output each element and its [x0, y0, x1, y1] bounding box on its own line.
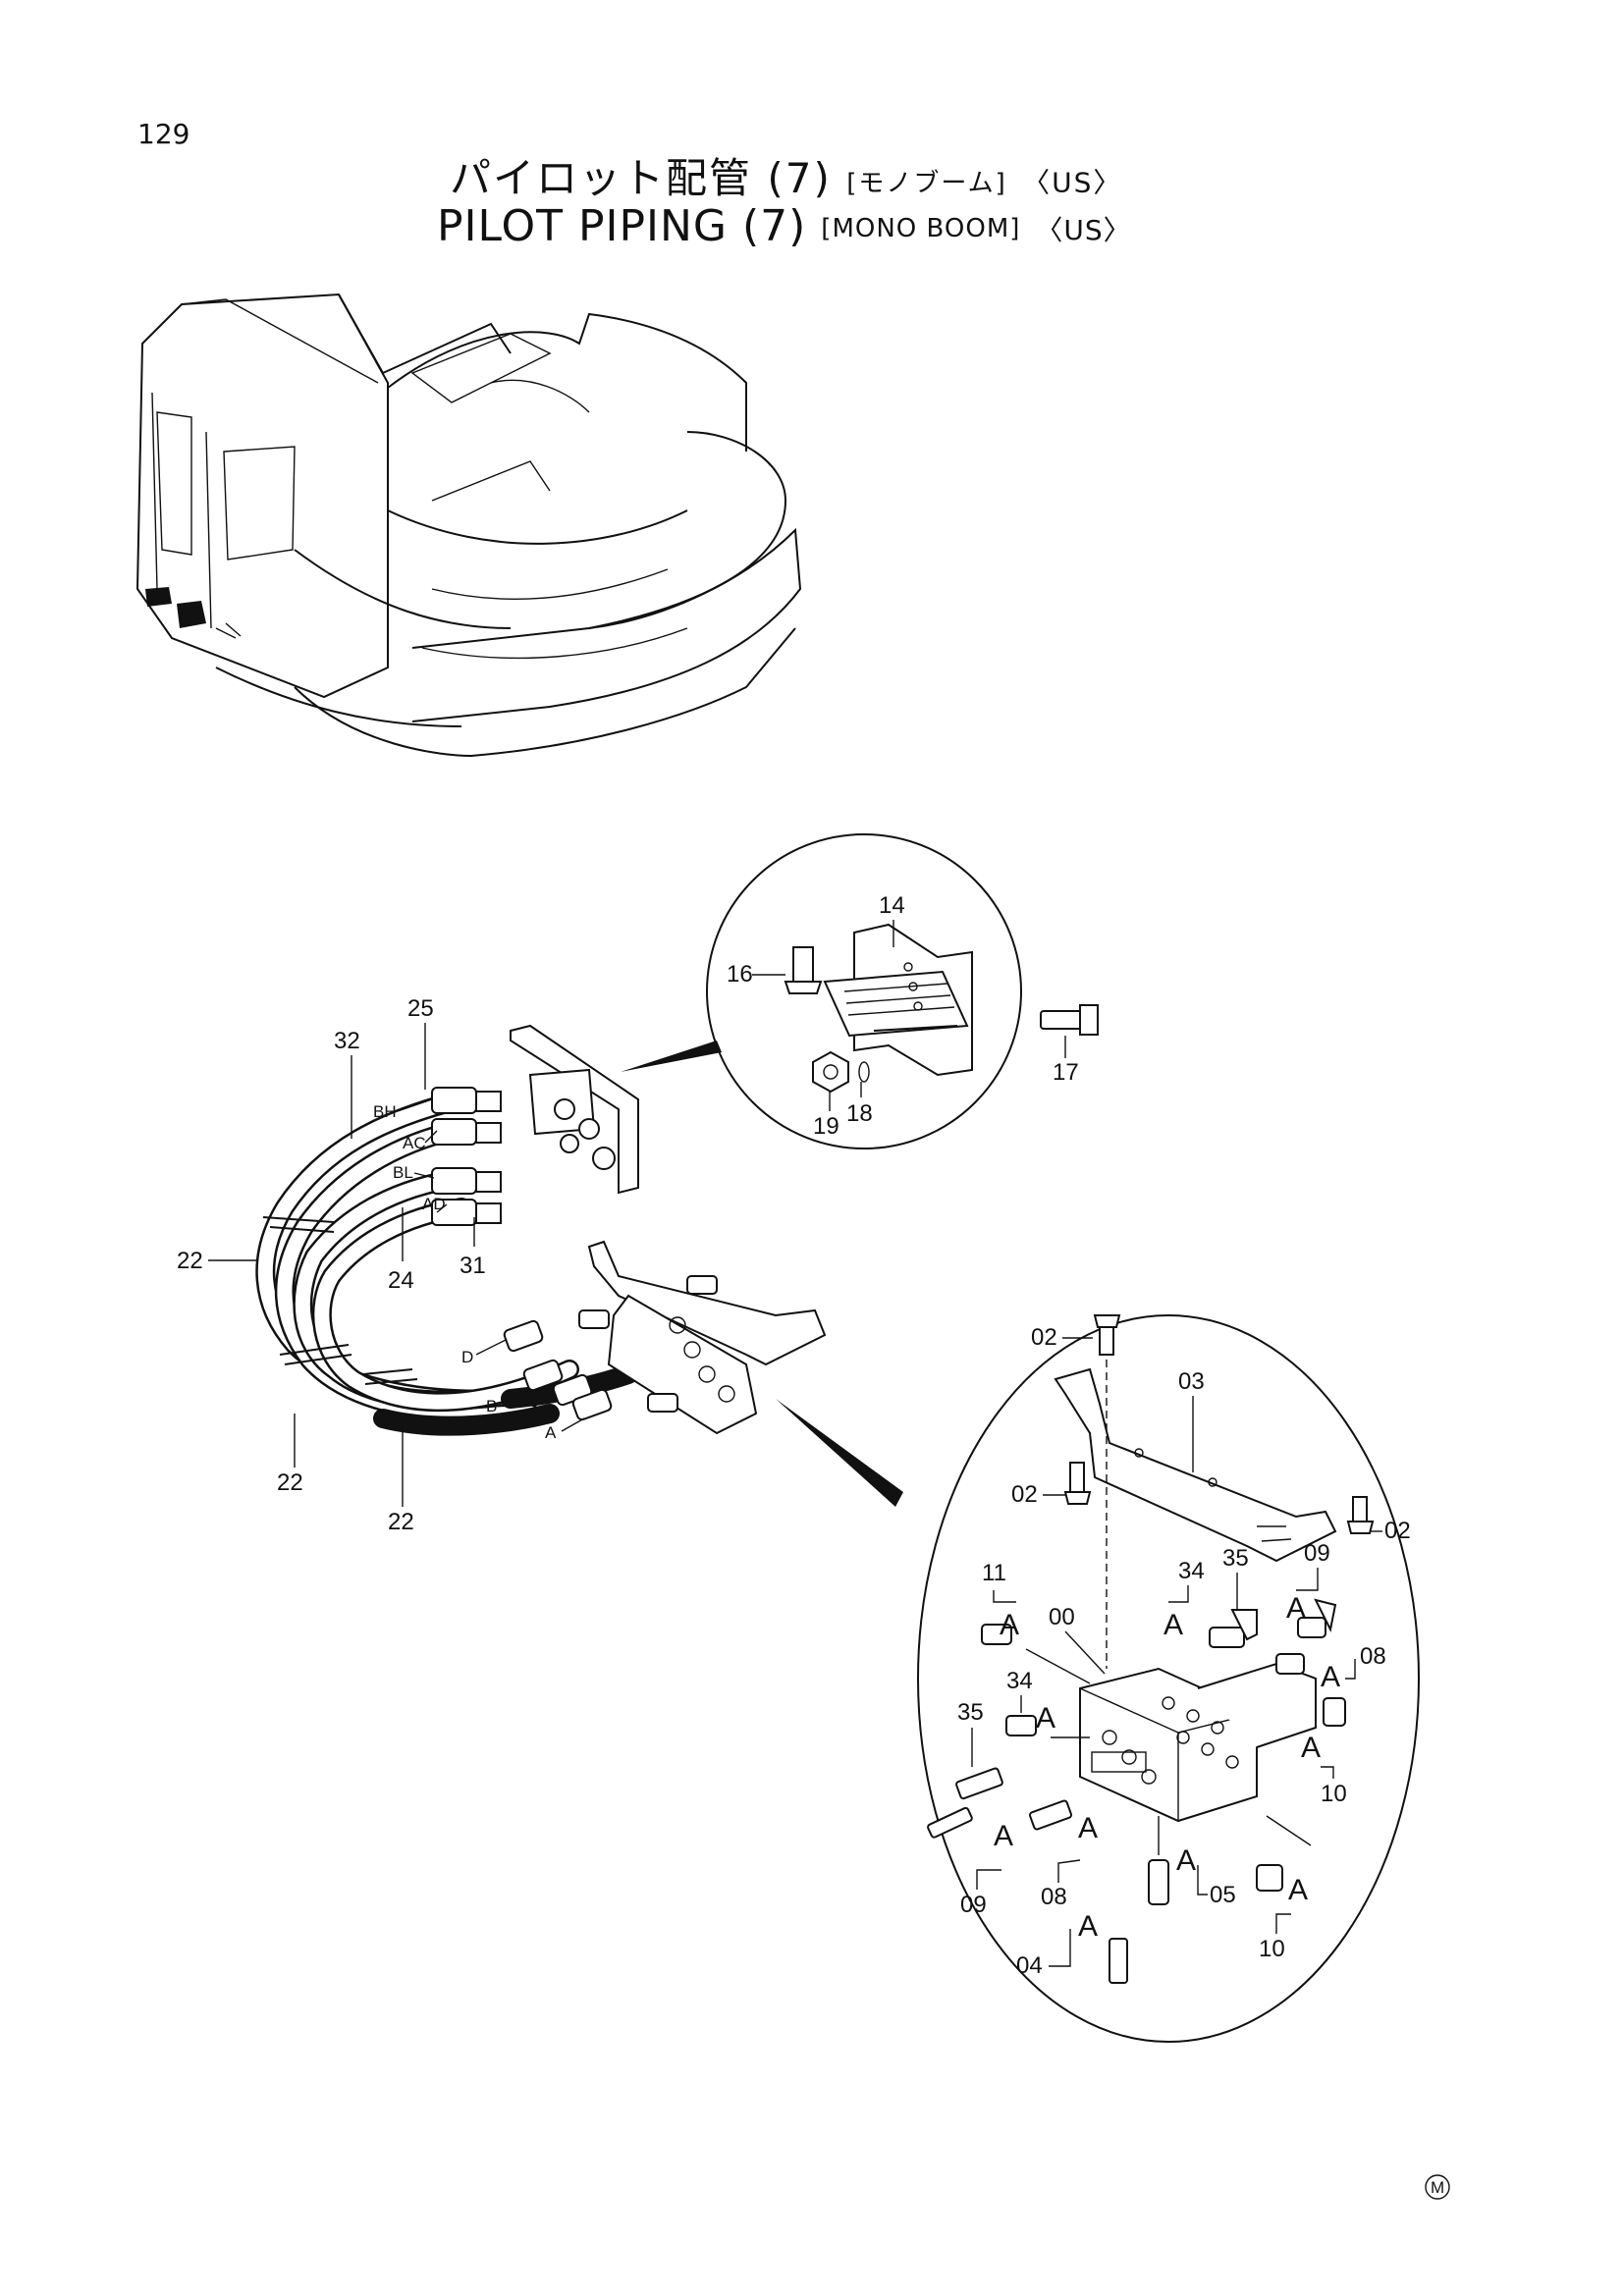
- hose-label: AC: [403, 1134, 426, 1152]
- detail-pointer-lower: [776, 1399, 903, 1507]
- lower-valve-block: [578, 1240, 827, 1435]
- callout-04: 04: [1016, 1952, 1043, 1979]
- lower-detail-callouts: 02 03 02 02 11 A 34 A 35 09 A 00 08 A 34…: [957, 1324, 1411, 1979]
- corner-mark-letter: M: [1431, 2178, 1444, 2197]
- callout-34: 34: [1178, 1558, 1205, 1584]
- port-marker: A: [1176, 1844, 1196, 1877]
- title-en-main: PILOT PIPING (7): [437, 201, 807, 251]
- callout-19: 19: [813, 1113, 839, 1140]
- upper-bracket: [510, 1024, 639, 1195]
- title-jp-bracket: [モノブーム]: [846, 169, 1007, 198]
- corner-mark: M: [1425, 2174, 1450, 2200]
- callout-08: 08: [1360, 1643, 1386, 1670]
- callout-02: 02: [1384, 1518, 1411, 1544]
- callout-02: 02: [1031, 1324, 1057, 1351]
- callout-34: 34: [1006, 1668, 1033, 1694]
- callout-08: 08: [1041, 1884, 1067, 1910]
- title-jp-region: 〈US〉: [1022, 166, 1123, 199]
- hose-label: BH: [373, 1102, 397, 1121]
- callout-32: 32: [334, 1028, 360, 1054]
- detail-pointer-upper: [621, 1041, 722, 1072]
- title-jp-main: パイロット配管 (7): [450, 154, 832, 202]
- callout-18: 18: [846, 1100, 873, 1127]
- callout-31: 31: [460, 1253, 486, 1279]
- hose-label: C: [520, 1391, 532, 1410]
- hose-label: AD: [422, 1195, 446, 1213]
- callout-16: 16: [727, 961, 753, 988]
- callout-09: 09: [960, 1892, 987, 1918]
- callout-35: 35: [957, 1699, 984, 1726]
- hose-label: D: [461, 1348, 473, 1366]
- callout-10: 10: [1321, 1781, 1347, 1807]
- port-marker: A: [1036, 1702, 1055, 1735]
- callout-17: 17: [1053, 1059, 1079, 1086]
- port-marker: A: [994, 1820, 1013, 1852]
- callout-25: 25: [407, 995, 434, 1022]
- title-english: PILOT PIPING (7) [MONO BOOM] 〈US〉: [437, 201, 1132, 251]
- callout-14: 14: [879, 892, 905, 919]
- port-marker: A: [1078, 1910, 1098, 1943]
- callout-02: 02: [1011, 1481, 1038, 1508]
- hose-labels: BH AC BL AD D B C A: [373, 1098, 585, 1442]
- hose-assembly: [255, 1087, 638, 1436]
- title-en-bracket: [MONO BOOM]: [821, 214, 1021, 243]
- callout-22: 22: [388, 1509, 414, 1535]
- excavator-overview-illustration: [135, 293, 802, 758]
- hose-label: BL: [393, 1163, 413, 1182]
- upper-detail-view: 14 16 17 19 18: [706, 833, 1099, 1149]
- callout-11: 11: [982, 1560, 1006, 1586]
- port-marker: A: [1321, 1661, 1340, 1693]
- page-number: 129: [137, 118, 190, 150]
- port-marker: A: [1301, 1732, 1321, 1764]
- callout-22: 22: [277, 1469, 303, 1496]
- hose-label: B: [486, 1397, 497, 1415]
- port-marker: A: [1078, 1812, 1098, 1844]
- left-callouts: 25 32 24 31 22 22 22: [177, 995, 486, 1535]
- callout-00: 00: [1049, 1604, 1075, 1630]
- port-marker: A: [1286, 1592, 1306, 1625]
- lower-detail-view: [917, 1314, 1420, 2043]
- port-marker: A: [1163, 1609, 1183, 1641]
- hose-label: A: [545, 1423, 557, 1442]
- callout-03: 03: [1178, 1368, 1205, 1395]
- callout-10: 10: [1259, 1936, 1285, 1962]
- callout-35: 35: [1222, 1545, 1249, 1572]
- callout-09: 09: [1304, 1540, 1330, 1567]
- callout-22: 22: [177, 1248, 203, 1274]
- callout-24: 24: [388, 1267, 414, 1294]
- title-japanese: パイロット配管 (7) [モノブーム] 〈US〉: [450, 145, 1122, 205]
- title-en-region: 〈US〉: [1035, 214, 1132, 246]
- port-marker: A: [1288, 1874, 1308, 1906]
- port-marker: A: [1000, 1609, 1019, 1641]
- callout-05: 05: [1210, 1882, 1236, 1908]
